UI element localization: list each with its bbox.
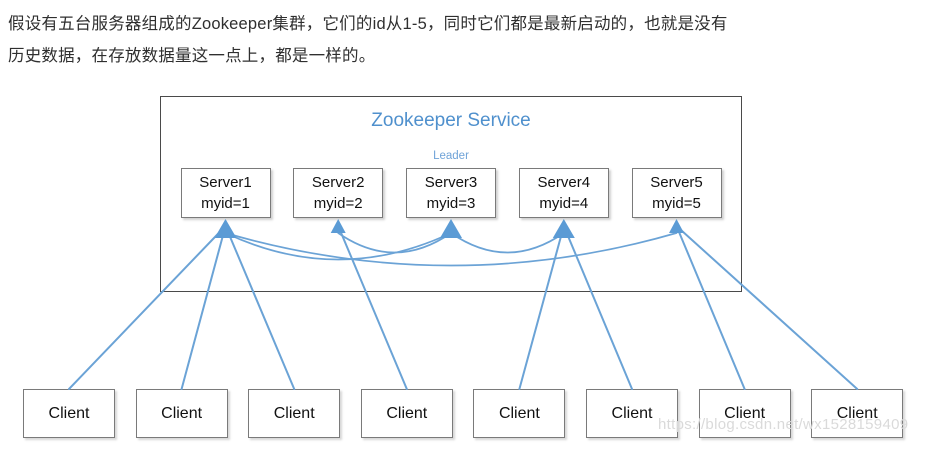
client-label: Client bbox=[386, 404, 428, 422]
client-label: Client bbox=[48, 404, 90, 422]
watermark: https://blog.csdn.net/wx1528159409 bbox=[658, 416, 909, 433]
server-myid: myid=2 bbox=[313, 195, 363, 212]
client-box-8: Client bbox=[811, 389, 904, 438]
client-box-4: Client bbox=[360, 389, 453, 438]
server-myid: myid=5 bbox=[652, 195, 701, 212]
server-box-4: Server4 myid=4 bbox=[518, 168, 609, 218]
client-box-2: Client bbox=[135, 389, 228, 438]
server-name: Server3 bbox=[424, 174, 478, 191]
server-name: Server1 bbox=[199, 174, 252, 191]
server-myid: myid=1 bbox=[201, 195, 250, 212]
server-myid: myid=4 bbox=[539, 195, 589, 212]
intro-line-1: 假设有五台服务器组成的Zookeeper集群，它们的id从1-5，同时它们都是最… bbox=[8, 15, 728, 33]
server-name: Server2 bbox=[311, 174, 365, 191]
client-label: Client bbox=[498, 404, 540, 422]
server-box-5: Server5 myid=5 bbox=[631, 168, 722, 218]
service-title: Zookeeper Service bbox=[371, 110, 531, 131]
client-box-7: Client bbox=[698, 389, 791, 438]
leader-label: Leader bbox=[433, 150, 469, 162]
client-label: Client bbox=[836, 404, 878, 422]
intro-paragraph: 假设有五台服务器组成的Zookeeper集群，它们的id从1-5，同时它们都是最… bbox=[8, 8, 920, 72]
client-label: Client bbox=[161, 404, 203, 422]
server-box-2: Server2 myid=2 bbox=[293, 168, 384, 218]
client-label: Client bbox=[724, 404, 766, 422]
server-box-1: Server1 myid=1 bbox=[180, 168, 271, 218]
server-name: Server4 bbox=[537, 174, 591, 191]
client-box-5: Client bbox=[473, 389, 566, 438]
server-myid: myid=3 bbox=[426, 195, 476, 212]
server-name: Server5 bbox=[650, 174, 703, 191]
client-box-3: Client bbox=[248, 389, 341, 438]
intro-line-2: 历史数据，在存放数据量这一点上，都是一样的。 bbox=[8, 47, 376, 65]
client-label: Client bbox=[611, 404, 653, 422]
client-box-1: Client bbox=[23, 389, 115, 438]
client-label: Client bbox=[273, 404, 315, 422]
server-box-3: Server3 myid=3 bbox=[406, 168, 496, 218]
client-box-6: Client bbox=[586, 389, 678, 438]
